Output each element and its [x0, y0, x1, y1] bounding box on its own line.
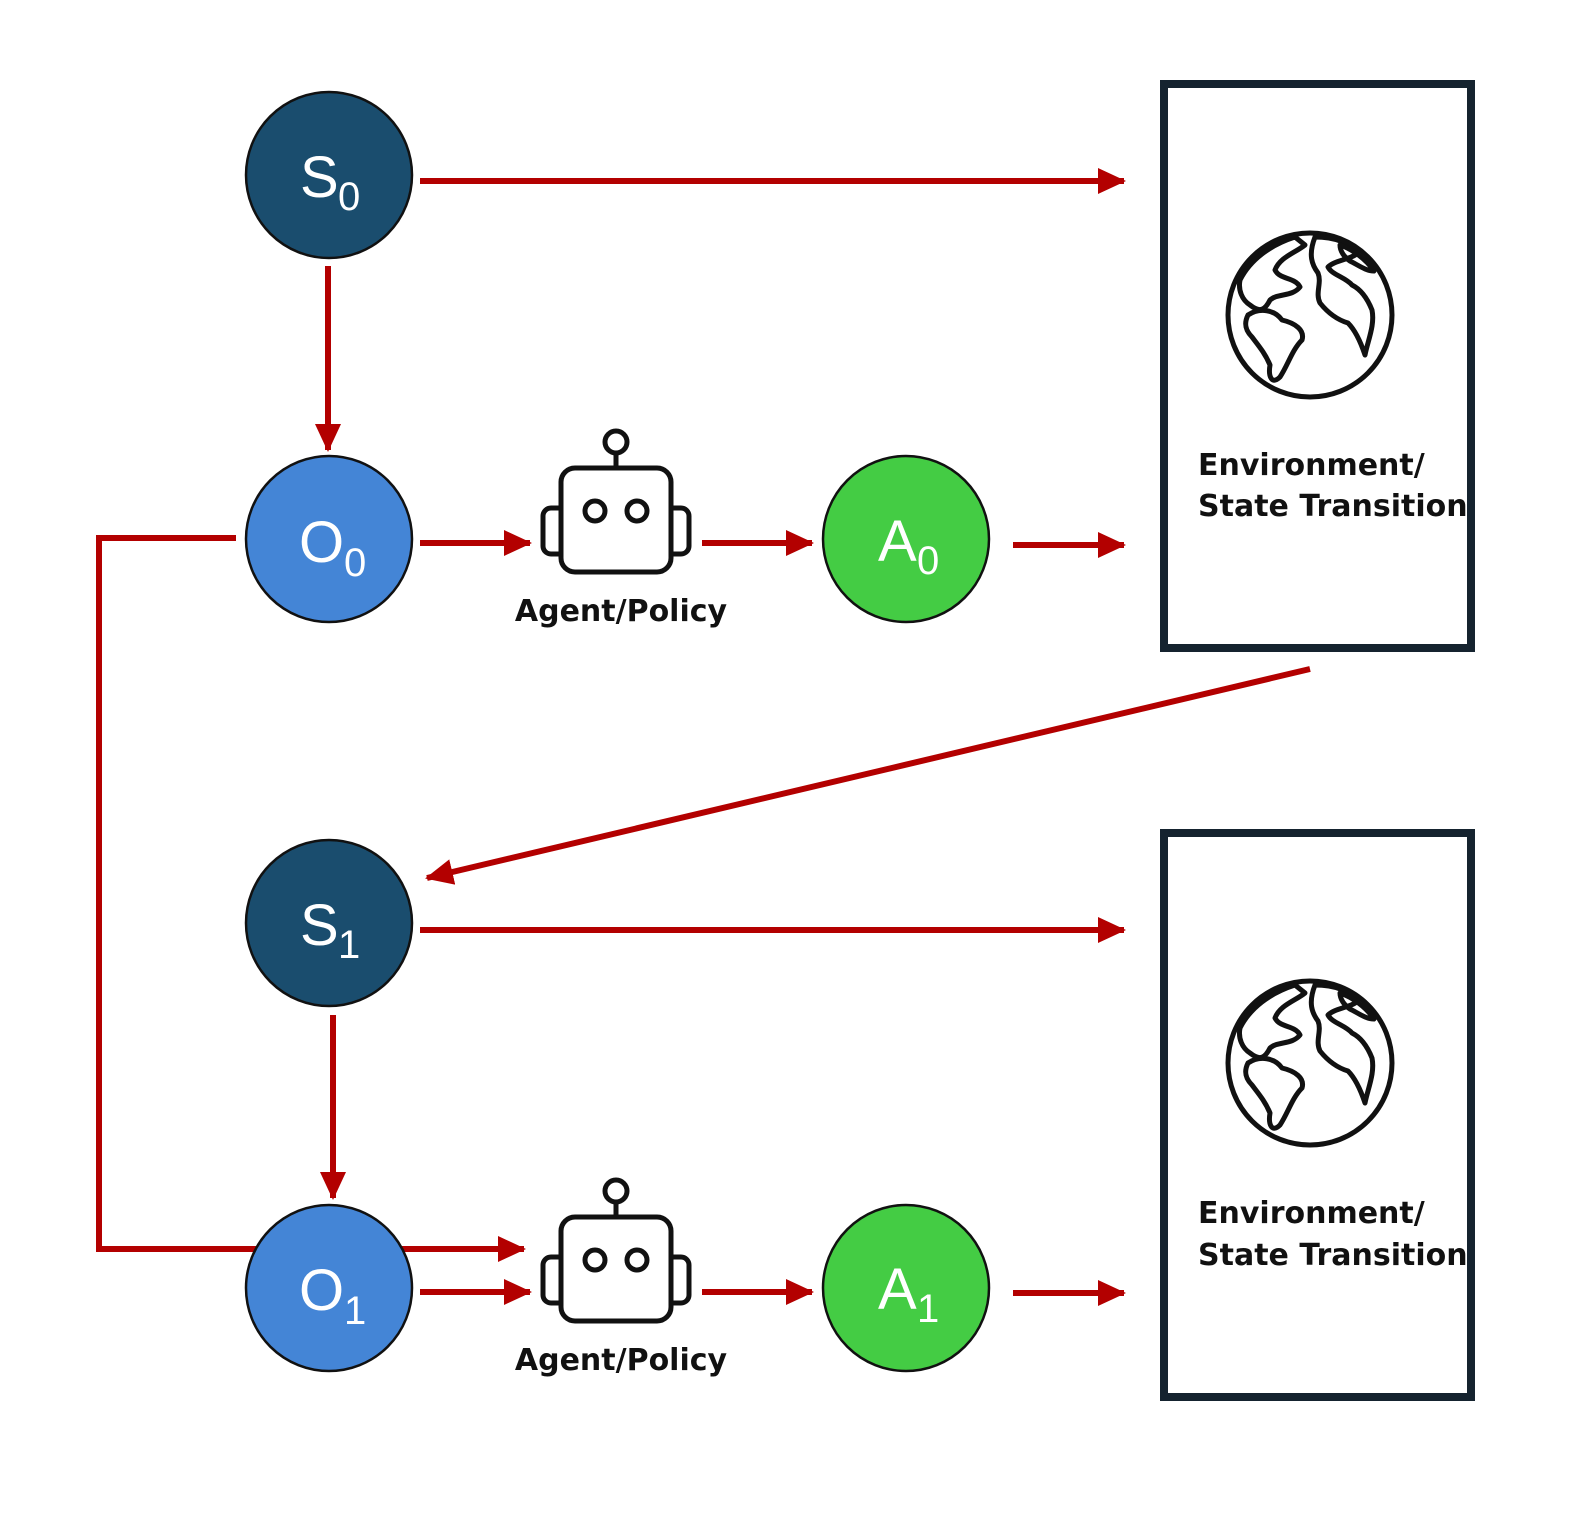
agent-label: Agent/Policy — [515, 1343, 728, 1378]
environment-label-line2: State Transition — [1198, 1238, 1468, 1273]
node-subscript: 0 — [338, 175, 360, 219]
agent-policy-1: Agent/Policy — [515, 1180, 728, 1378]
node-letter: A — [878, 1257, 917, 1322]
state-node-s0: S 0 — [244, 90, 414, 260]
node-letter: S — [300, 145, 339, 210]
arrow-env0-to-s1 — [425, 666, 1311, 885]
observation-node-o0: O 0 — [244, 454, 414, 624]
node-letter: S — [300, 893, 339, 958]
environment-box-1: Environment/ State Transition — [1160, 829, 1475, 1401]
robot-icon — [543, 431, 689, 572]
node-subscript: 1 — [917, 1287, 939, 1331]
agent-policy-0: Agent/Policy — [515, 431, 728, 629]
node-letter: A — [878, 509, 917, 574]
action-node-a1: A 1 — [821, 1203, 991, 1373]
node-subscript: 1 — [338, 923, 360, 967]
node-subscript: 1 — [344, 1289, 366, 1333]
environment-box-0: Environment/ State Transition — [1160, 80, 1475, 652]
environment-label-line1: Environment/ — [1198, 1196, 1425, 1231]
environment-label-line2: State Transition — [1198, 489, 1468, 524]
node-subscript: 0 — [344, 541, 366, 585]
robot-icon — [543, 1180, 689, 1321]
environment-label-line1: Environment/ — [1198, 448, 1425, 483]
node-letter: O — [299, 1258, 344, 1323]
node-subscript: 0 — [917, 539, 939, 583]
node-letter: O — [299, 510, 344, 575]
state-node-s1: S 1 — [244, 838, 414, 1008]
agent-label: Agent/Policy — [515, 594, 728, 629]
observation-node-o1: O 1 — [244, 1203, 414, 1373]
action-node-a0: A 0 — [821, 454, 991, 624]
